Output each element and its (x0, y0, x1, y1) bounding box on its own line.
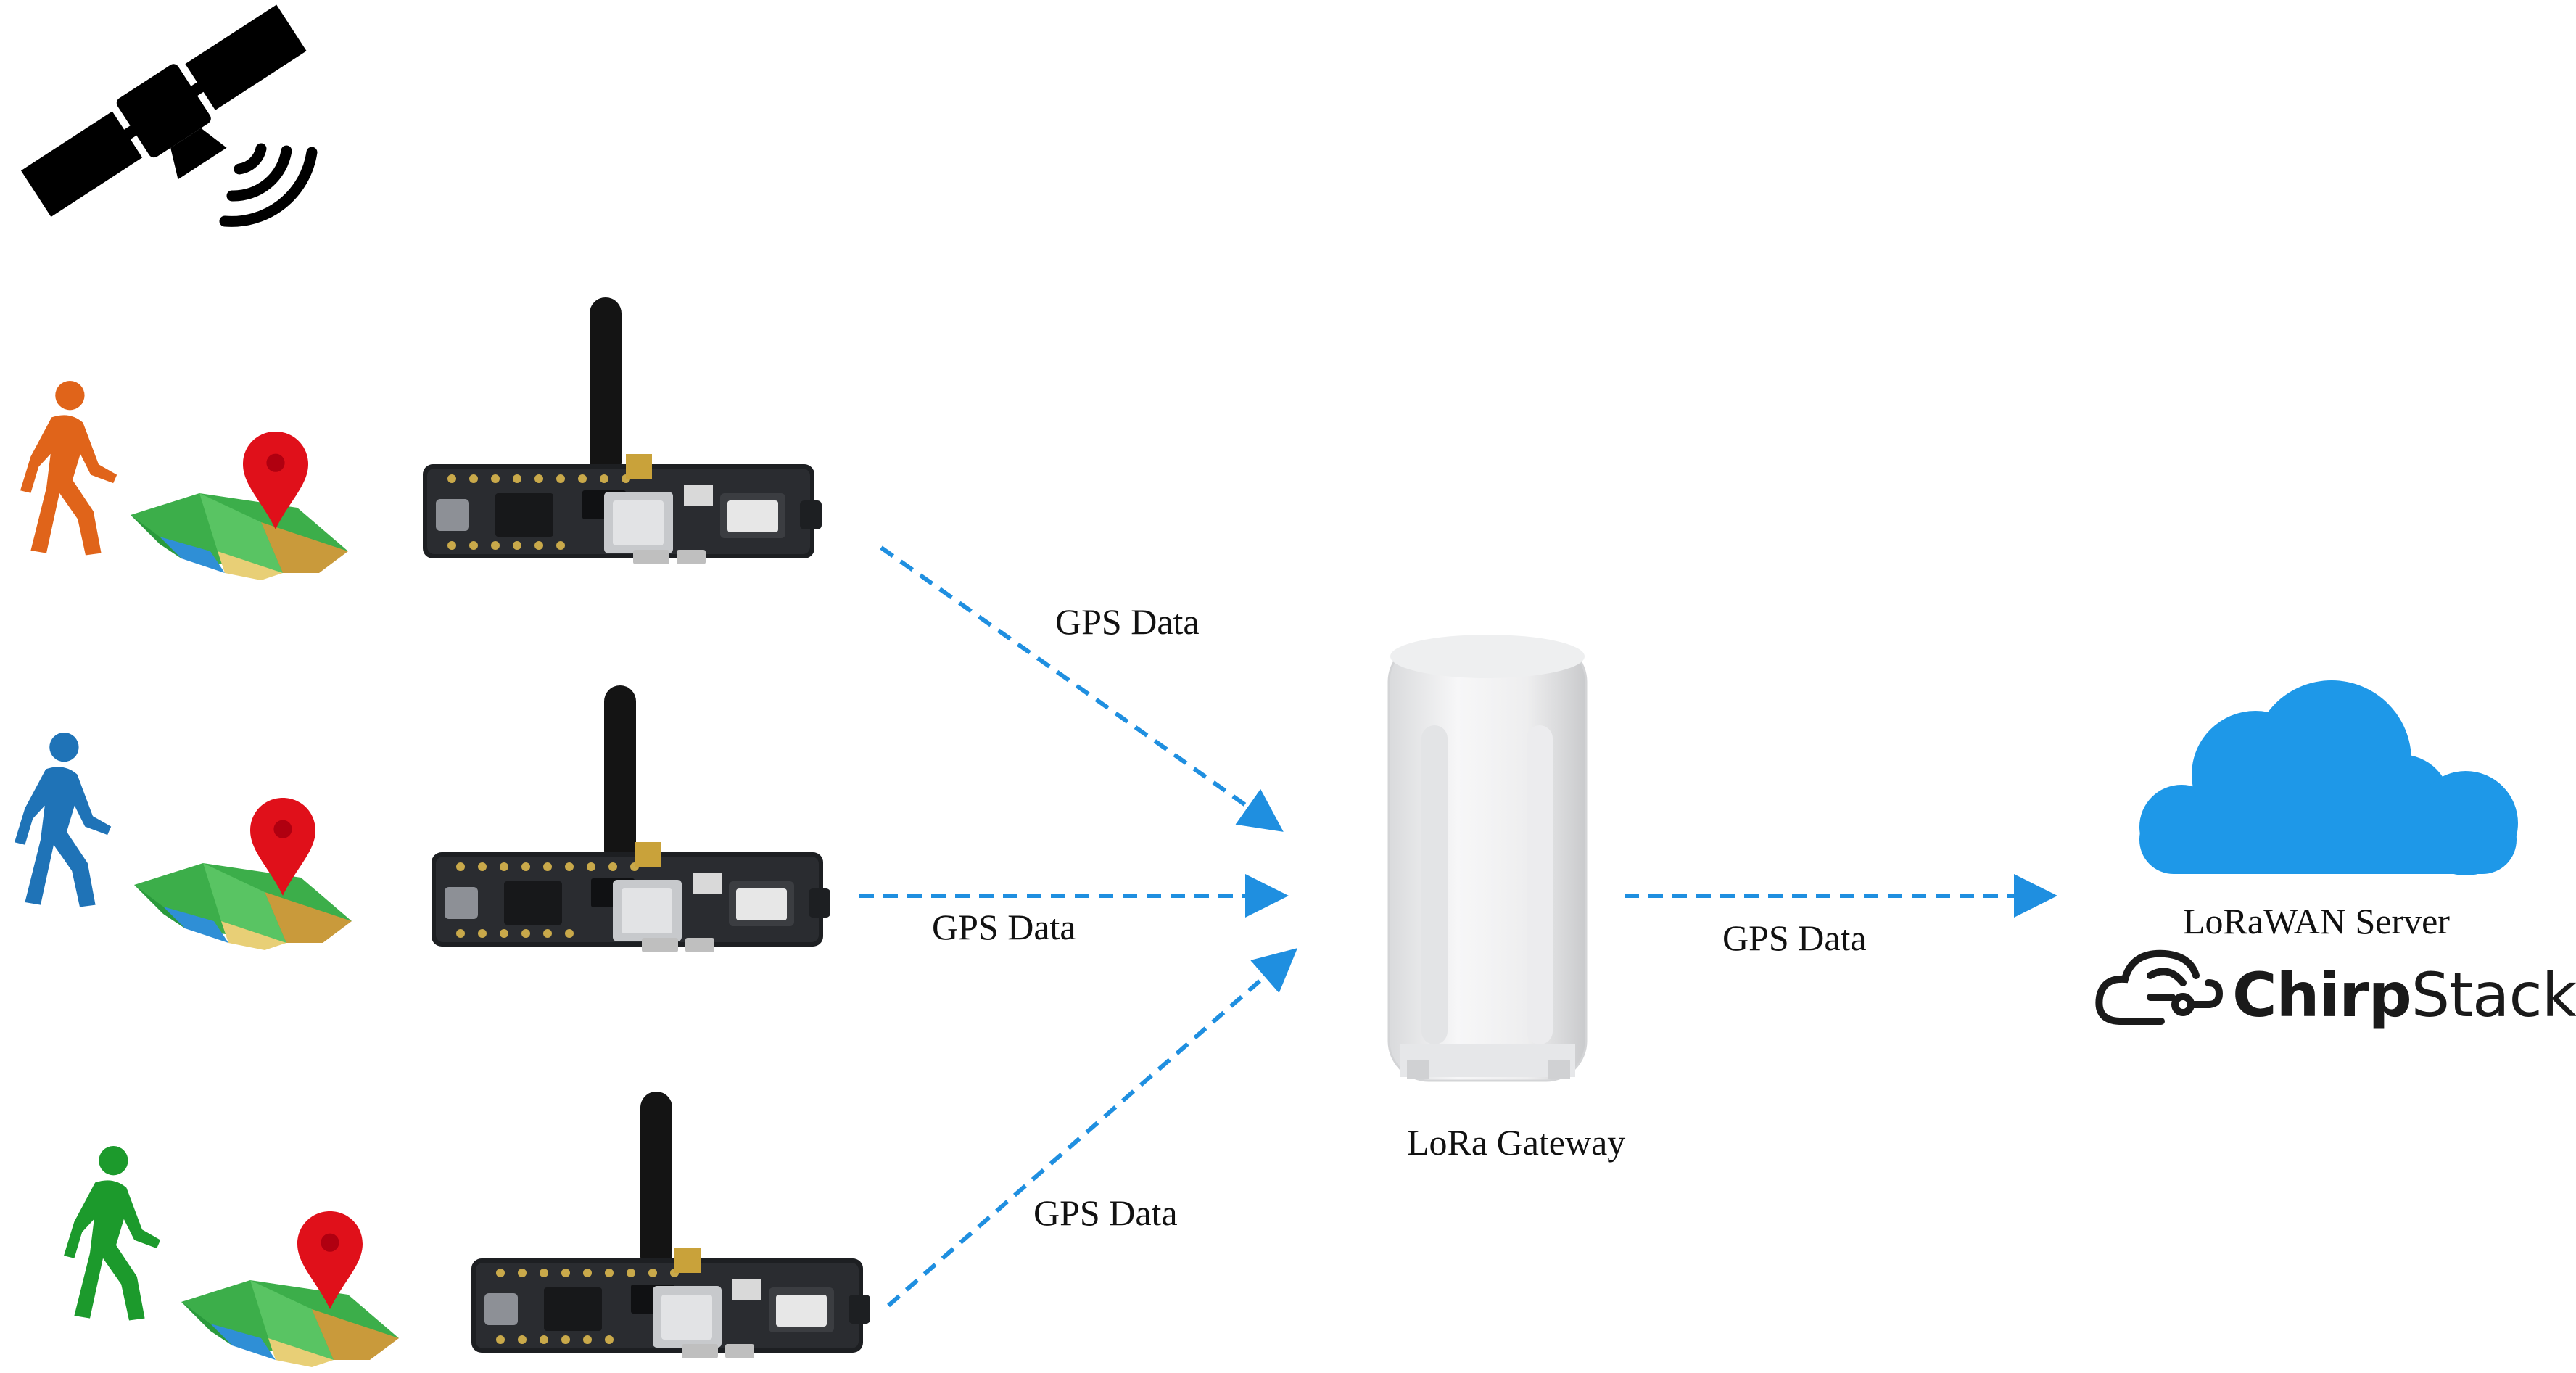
lorawan-server-label: LoRaWAN Server (2183, 901, 2450, 941)
gps-data-label-bottom: GPS Data (1033, 1192, 1178, 1233)
chirpstack-brand-regular: Stack (2411, 960, 2576, 1031)
lora-gateway-label: LoRa Gateway (1407, 1122, 1626, 1163)
lora-gateway-device (1387, 635, 1588, 1082)
gps-data-label-gateway-server: GPS Data (1722, 918, 1867, 958)
link-arrows (859, 545, 2057, 1308)
arrow-top-to-gateway (880, 545, 1284, 832)
chirpstack-brand-bold: Chirp (2232, 960, 2412, 1031)
gps-data-label-top: GPS Data (1055, 601, 1200, 642)
cloud-icon (2139, 680, 2518, 875)
gps-data-label-middle: GPS Data (932, 907, 1076, 947)
satellite-icon (20, 4, 318, 227)
arrow-bottom-to-gateway (887, 948, 1298, 1308)
chirpstack-brand: ChirpStack (2232, 965, 2576, 1026)
chirpstack-logo-icon (2095, 949, 2224, 1025)
